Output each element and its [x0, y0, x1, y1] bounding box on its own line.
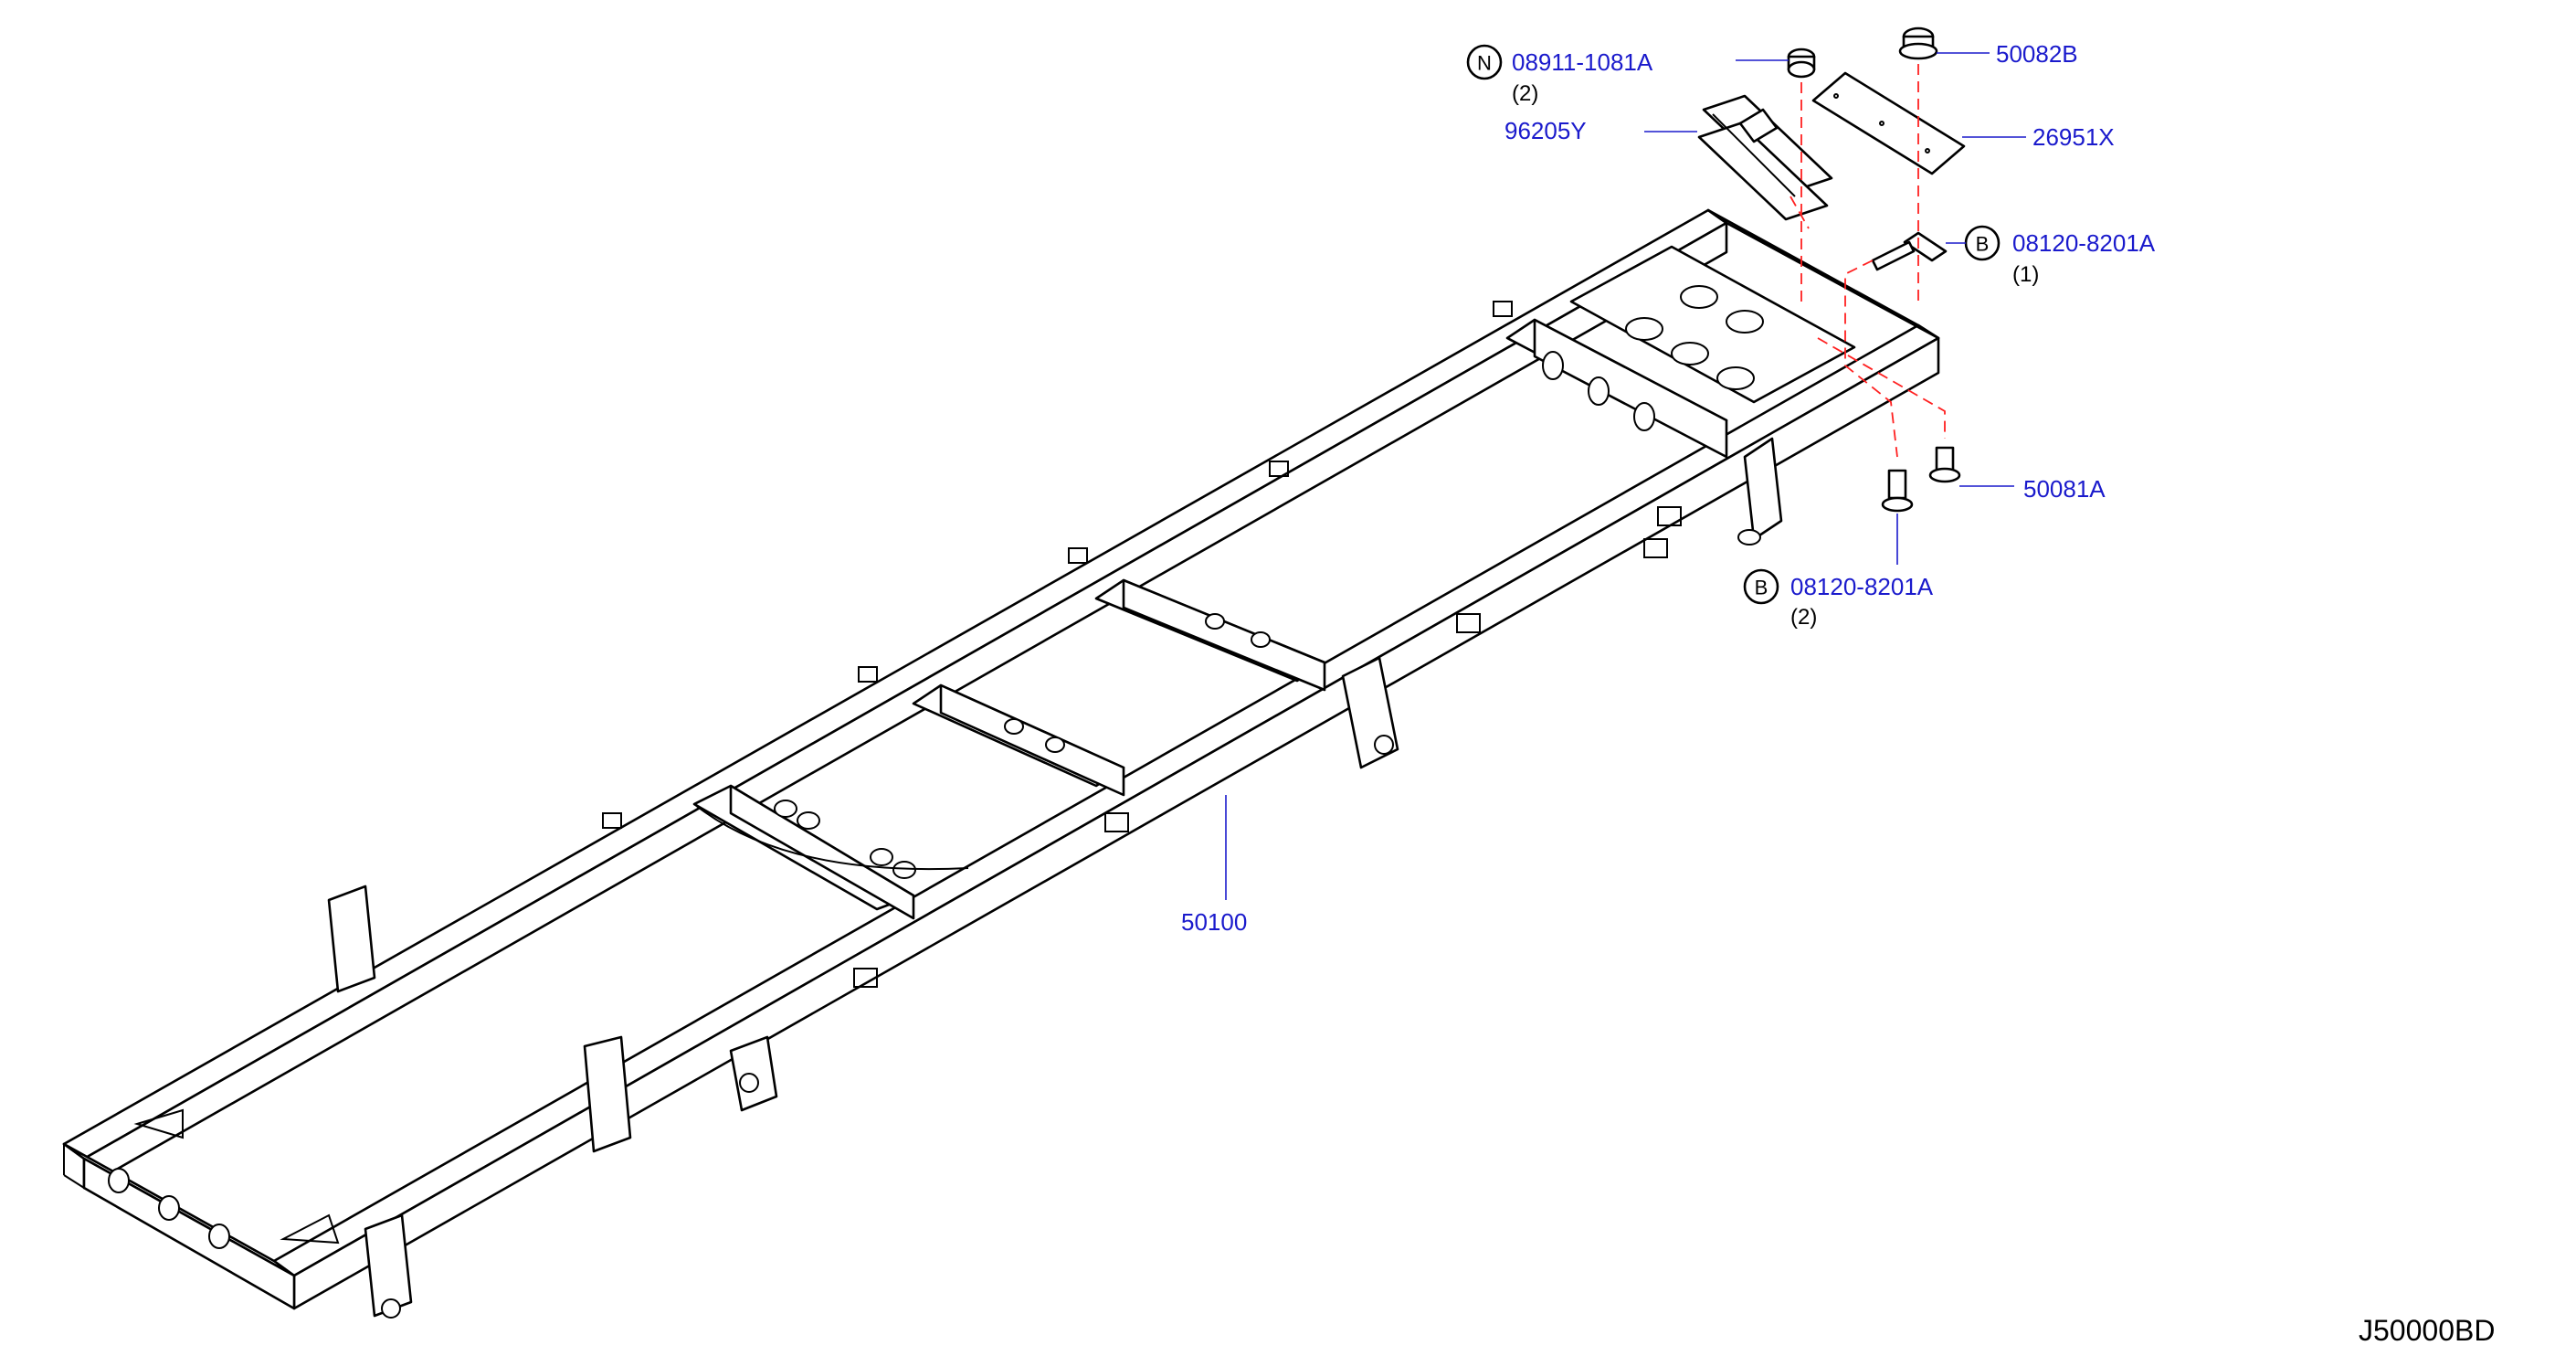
callout-50082b[interactable]: 50082B	[1937, 40, 2078, 68]
callout-08120-8201a-2[interactable]: B 08120-8201A (2)	[1743, 514, 1934, 630]
part-number-label: 96205Y	[1504, 117, 1587, 144]
part-number-label: 26951X	[2032, 123, 2115, 151]
callout-symbol: N	[1477, 52, 1492, 75]
phantom-lines	[1789, 64, 1946, 458]
quantity-label: (2)	[1512, 81, 1538, 106]
inner-rail-brackets	[327, 301, 1513, 993]
outer-rail-brackets	[364, 437, 1783, 1319]
diagram-code: J50000BD	[2359, 1314, 2495, 1347]
part-number-label: 50082B	[1996, 40, 2078, 68]
quantity-label: (1)	[2012, 262, 2039, 287]
part-number-label: 08120-8201A	[1790, 573, 1934, 600]
callout-08120-8201a-1[interactable]: B 08120-8201A (1)	[1946, 225, 2156, 287]
callout-symbol: B	[1976, 233, 1990, 256]
part-number-label: 08120-8201A	[2012, 229, 2156, 257]
callout-50081a[interactable]: 50081A	[1959, 475, 2106, 503]
nut-08911	[1787, 48, 1816, 79]
callout-96205y[interactable]: 96205Y	[1504, 117, 1697, 144]
part-number-label: 08911-1081A	[1512, 48, 1653, 76]
bracket-96205y	[1697, 94, 1833, 221]
callout-26951x[interactable]: 26951X	[1962, 123, 2115, 151]
callout-08911-1081a[interactable]: N 08911-1081A (2)	[1466, 44, 1789, 106]
plate-26951x	[1811, 71, 1966, 175]
ladder-frame	[62, 208, 1940, 1319]
bolt-08120-2	[1881, 469, 1914, 513]
bolt-50081a	[1928, 446, 1961, 483]
callout-50100[interactable]: 50100	[1181, 795, 1247, 936]
quantity-label: (2)	[1790, 605, 1817, 630]
part-number-label: 50100	[1181, 908, 1247, 936]
bolt-08120-1	[1871, 231, 1948, 271]
part-number-label: 50081A	[2023, 475, 2106, 503]
nut-50082b	[1898, 26, 1938, 60]
callout-symbol: B	[1755, 577, 1768, 599]
